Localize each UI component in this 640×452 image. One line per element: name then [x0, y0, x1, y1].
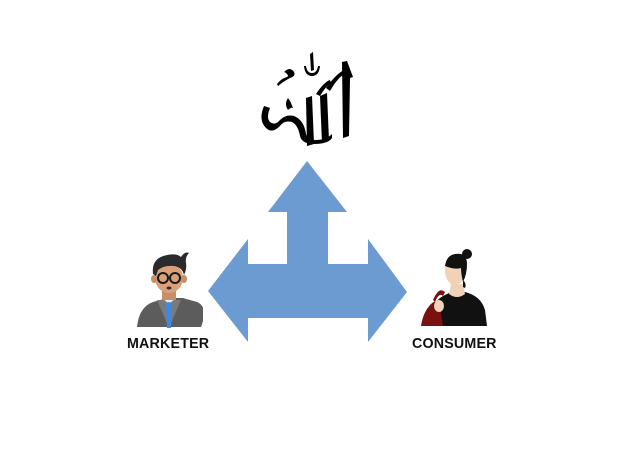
allah-calligraphy-icon — [261, 52, 353, 146]
allah-calligraphy — [258, 48, 356, 154]
businessman-avatar-icon — [137, 252, 203, 328]
marketer-label: MARKETER — [127, 335, 210, 352]
marketer-node — [135, 250, 203, 330]
woman-shopper-avatar-icon — [421, 249, 487, 326]
consumer-label: CONSUMER — [412, 335, 497, 352]
consumer-node — [415, 248, 490, 328]
